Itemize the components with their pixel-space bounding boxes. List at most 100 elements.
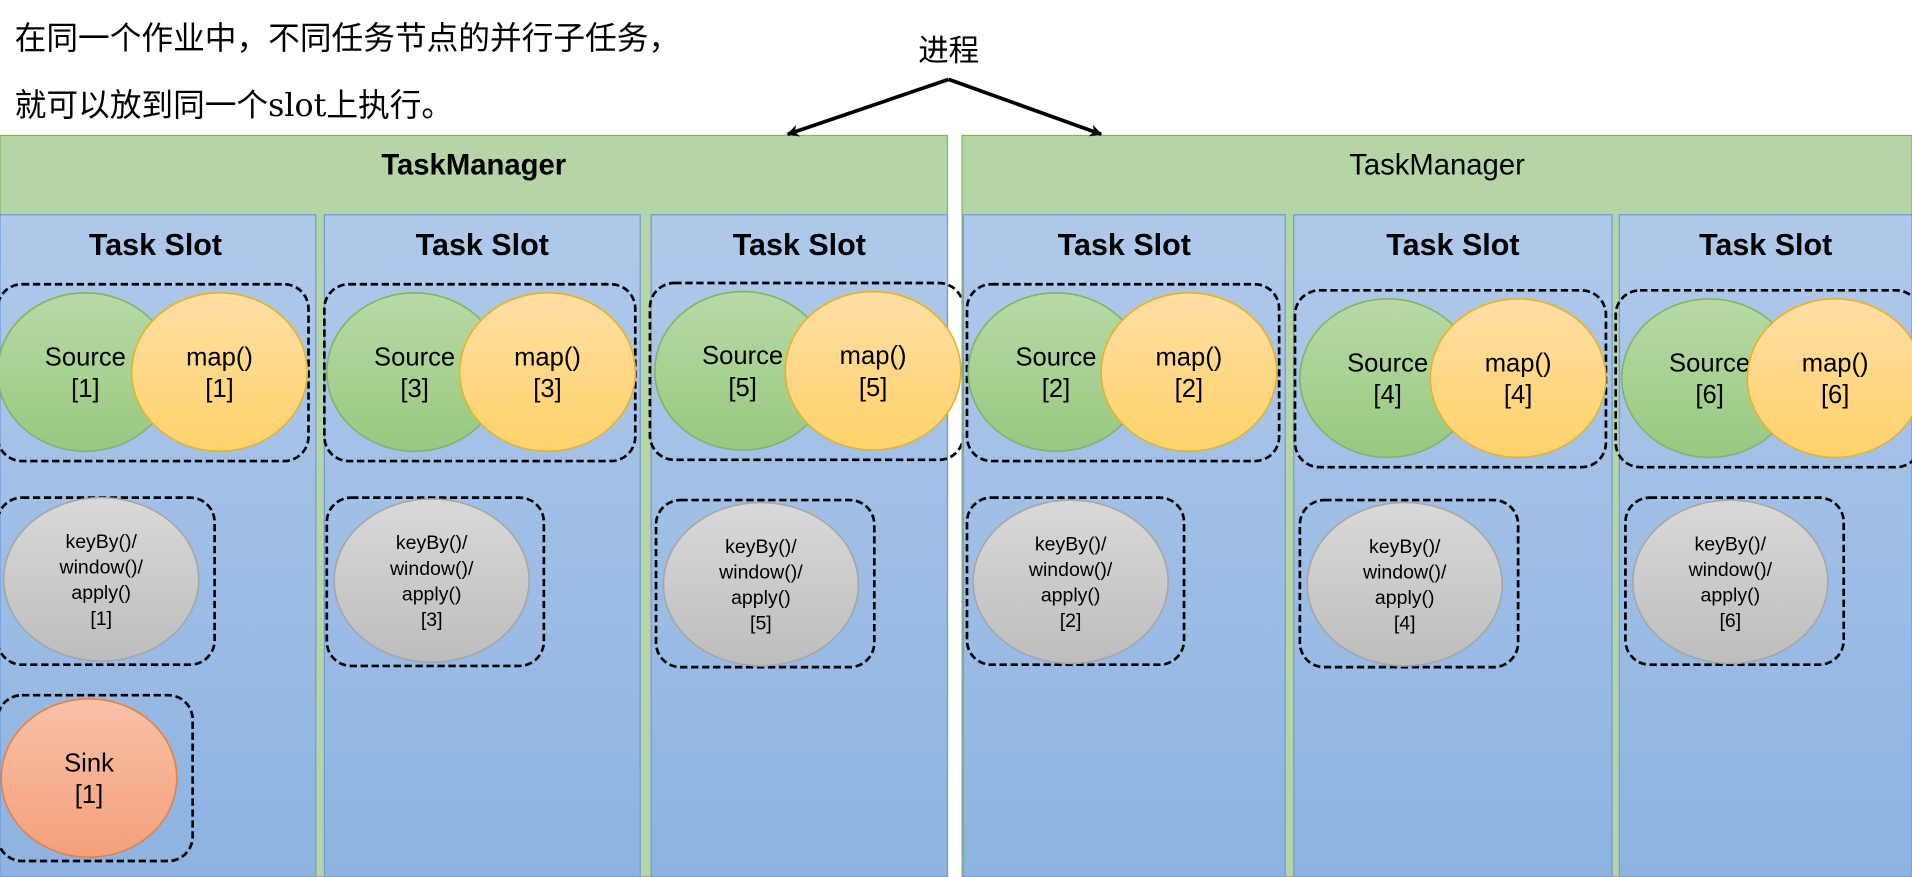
group-dashed-box	[1614, 289, 1912, 469]
operator-label: [5]	[728, 374, 756, 402]
group-dashed-box	[0, 693, 194, 863]
operator-label: [2]	[1060, 610, 1082, 632]
map-operator: map()[6]	[1746, 298, 1912, 459]
slot-sharing-group: Sink[1]	[0, 693, 194, 863]
slot-sharing-group: Source [6] map()[6]	[1614, 289, 1912, 469]
window-operator: keyBy()/window()/apply()[3]	[333, 498, 531, 664]
sink-ellipse	[0, 698, 178, 859]
slot-sharing-group: keyBy()/ window()/ apply() [2]	[965, 496, 1186, 667]
operator-label: [1]	[205, 375, 233, 403]
source-operator: Source [6]	[1620, 298, 1799, 459]
taskmanager-title: TaskManager	[1349, 150, 1525, 182]
operator-label: [1]	[71, 375, 99, 403]
operator-label: Sink	[64, 749, 114, 777]
window-operator: keyBy()/window()/apply()[1]	[2, 496, 200, 662]
operator-label: [4]	[1504, 381, 1532, 409]
operator-label: [1]	[90, 608, 112, 630]
source-operator: Source [2]	[967, 291, 1145, 453]
map-operator: map() [2]	[1100, 291, 1278, 453]
slot-sharing-group: Source [1] map() [1]	[0, 282, 310, 463]
operator-label: [6]	[1695, 381, 1723, 409]
operator-label: apply()	[1041, 585, 1101, 607]
window-ellipse	[662, 501, 860, 667]
operator-label: Source	[1015, 343, 1096, 371]
window-ellipse	[333, 498, 531, 664]
map-ellipse	[784, 290, 962, 451]
operator-label: Source	[45, 343, 126, 371]
task-slot-title: Task Slot	[89, 228, 222, 262]
window-operator: keyBy()/window()/apply()[5]	[662, 501, 860, 667]
window-ellipse	[2, 496, 200, 662]
slot-sharing-group: keyBy()/window()/apply()[4]	[1298, 498, 1520, 669]
operator-label: keyBy()/	[65, 531, 137, 553]
operator-label: map()	[186, 343, 253, 371]
operator-label: [3]	[400, 375, 428, 403]
task-slot-title: Task Slot	[1699, 228, 1832, 262]
operator-label: Source	[1669, 350, 1750, 378]
window-operator: keyBy()/window()/apply()[4]	[1306, 501, 1504, 667]
slot-sharing-group: keyBy()/window()/apply()[3]	[325, 496, 546, 668]
operator-label: [4]	[1373, 381, 1401, 409]
operator-label: [3]	[421, 609, 443, 631]
operator-label: map()	[1155, 343, 1222, 371]
process-arrow-right	[948, 77, 1103, 137]
operator-label: window()/	[389, 558, 474, 580]
group-dashed-box	[965, 496, 1186, 667]
map-ellipse	[458, 291, 637, 453]
window-ellipse	[1306, 501, 1504, 667]
operator-label: window()/	[1688, 559, 1773, 581]
map-ellipse	[1746, 298, 1912, 459]
group-dashed-box	[1624, 496, 1846, 667]
task-slot-title: Task Slot	[733, 228, 866, 262]
annotation-line-2: 就可以放到同一个slot上执行。	[15, 88, 453, 124]
operator-label: map()	[840, 342, 907, 370]
map-ellipse	[1429, 298, 1607, 459]
operator-label: window()/	[1028, 559, 1113, 581]
sink-operator: Sink[1]	[0, 698, 178, 859]
operator-label: [5]	[859, 374, 887, 402]
slot-sharing-group: Source [2] map() [2]	[965, 282, 1281, 463]
task-slot: Task SlotSource[2]map()[2]keyBy()/window…	[962, 214, 1286, 877]
window-ellipse	[1631, 499, 1829, 665]
operator-label: apply()	[1375, 587, 1435, 609]
group-dashed-box	[965, 282, 1281, 463]
operator-label: window()/	[1362, 561, 1447, 583]
task-slot: Task SlotSource[6]map()[6]keyBy()/window…	[1614, 214, 1912, 877]
process-arrow-left	[786, 77, 950, 137]
operator-label: [2]	[1175, 375, 1203, 403]
operator-label: keyBy()/	[725, 536, 797, 558]
group-dashed-box	[1298, 498, 1520, 669]
slot-sharing-group: Source[3]map()[3]	[323, 282, 637, 463]
operator-label: keyBy()/	[1035, 533, 1107, 555]
task-slot: Task SlotSource[3]map()[3]keyBy()/window…	[323, 214, 641, 877]
group-dashed-box	[0, 282, 310, 463]
operator-label: window()/	[58, 557, 143, 579]
source-operator: Source[4]	[1299, 298, 1477, 459]
slot-sharing-group: keyBy()/window()/apply()[1]	[0, 496, 216, 667]
source-operator: Source[5]	[654, 290, 832, 451]
slot-sharing-group: Source[4] map() [4]	[1293, 289, 1608, 469]
source-operator: Source [1]	[0, 292, 174, 453]
annotation-line-1: 在同一个作业中，不同任务节点的并行子任务，	[15, 21, 680, 57]
operator-label: [2]	[1042, 375, 1070, 403]
operator-label: map()	[514, 343, 581, 371]
operator-label: [6]	[1719, 610, 1741, 632]
map-operator: map()[3]	[458, 291, 637, 453]
operator-label: apply()	[1701, 585, 1761, 607]
taskmanager-title: TaskManager	[381, 150, 566, 182]
map-ellipse	[1100, 291, 1278, 453]
operator-label: map()	[1485, 350, 1552, 378]
slot-sharing-group: keyBy()/window()/apply()[6]	[1624, 496, 1846, 667]
operator-label: [4]	[1394, 613, 1416, 635]
group-dashed-box	[325, 496, 546, 668]
task-slot: Task SlotSource[4]map()[4]keyBy()/window…	[1293, 214, 1613, 877]
operator-label: map()	[1802, 350, 1869, 378]
slot-sharing-group: Source[5] map() [5]	[648, 281, 965, 462]
task-slot-title: Task Slot	[1386, 228, 1519, 262]
task-slot-title: Task Slot	[416, 228, 549, 262]
map-operator: map() [5]	[784, 290, 962, 451]
